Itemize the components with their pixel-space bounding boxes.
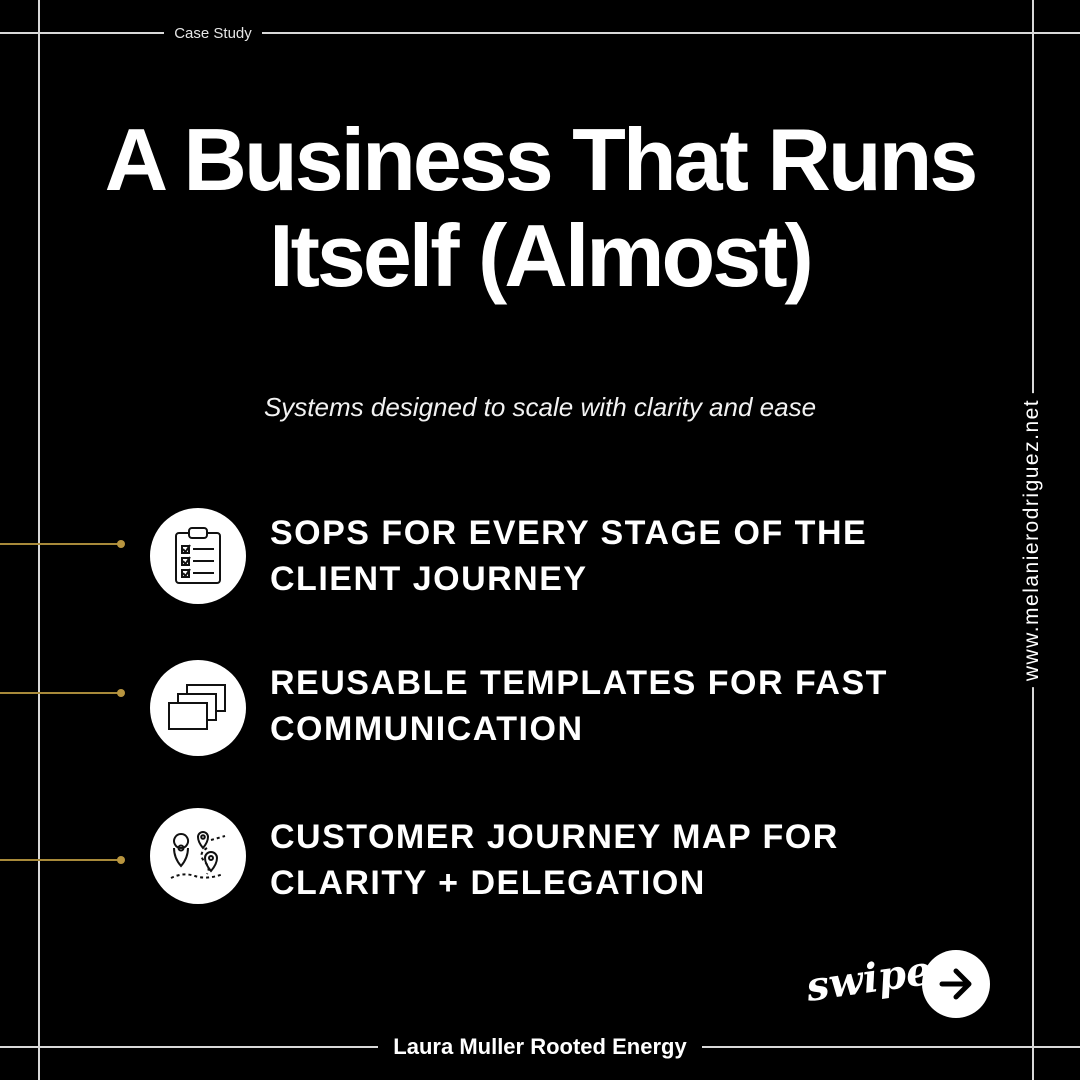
connector-dot [117,689,125,697]
feature-icon-circle-2 [150,660,246,756]
stacked-templates-icon [168,684,226,730]
subtitle: Systems designed to scale with clarity a… [263,392,817,422]
arrow-right-icon [939,968,972,1000]
title-line-2: Itself (Almost) [269,206,814,305]
feature-text-1: SOPS FOR EVERY STAGE OF THE CLIENT JOURN… [270,514,868,598]
clipboard-checklist-icon [175,527,221,584]
swipe-button[interactable] [922,950,990,1018]
feature-icon-circle-3 [150,808,246,904]
connector-line-2 [0,689,125,697]
swipe-label: swipe [803,946,935,1011]
footer-brand-label: Laura Muller Rooted Energy [378,1032,702,1062]
frame-line-top [0,32,1080,34]
connector-line-3 [0,856,125,864]
page-title: A Business That Runs Itself (Almost) [40,112,1040,304]
side-url-text: www.melanierodriguez.net [1020,392,1044,688]
feature-text-2: REUSABLE TEMPLATES FOR FAST COMMUNICATIO… [270,664,888,748]
connector-line-1 [0,540,125,548]
feature-text-3: CUSTOMER JOURNEY MAP FOR CLARITY + DELEG… [270,818,839,902]
connector-dot [117,856,125,864]
title-line-1: A Business That Runs [104,110,979,209]
map-pins-route-icon [170,830,226,879]
frame-line-left [38,0,40,1080]
connector-dot [117,540,125,548]
case-study-label: Case Study [164,22,262,46]
feature-icon-circle-1 [150,508,246,604]
